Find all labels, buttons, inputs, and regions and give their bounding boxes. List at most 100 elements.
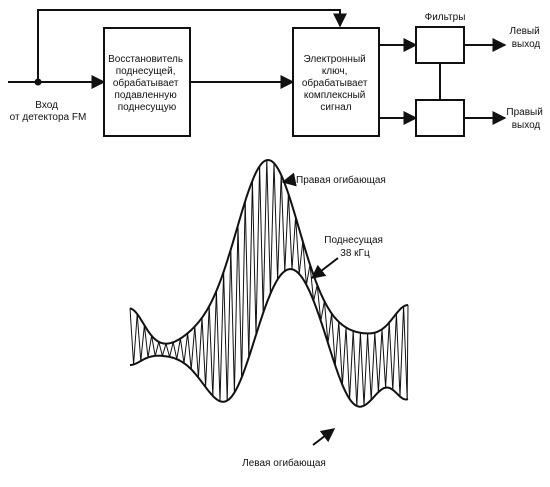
left-envelope-curve xyxy=(130,268,409,408)
subcarrier-stroke-31 xyxy=(241,201,246,378)
subcarrier-stroke-74 xyxy=(395,313,401,397)
subcarrier-stroke-72 xyxy=(388,322,394,390)
subcarrier-stroke-62 xyxy=(352,330,358,407)
subcarrier-stroke-41 xyxy=(277,175,282,280)
subcarrier-stroke-53 xyxy=(320,301,325,321)
subcarrier-stroke-60 xyxy=(345,327,351,400)
subcarrier-stroke-54 xyxy=(323,301,329,344)
subcarrier-stroke-58 xyxy=(338,321,343,385)
subcarrier-stroke-15 xyxy=(183,333,189,364)
subcarrier-stroke-4 xyxy=(143,325,149,358)
switch-line-4: комплексный xyxy=(304,90,366,101)
switch-line-5: сигнал xyxy=(320,102,351,113)
subcarrier-stroke-29 xyxy=(233,225,239,393)
subcarrier-stroke-1 xyxy=(133,313,138,365)
subcarrier-stroke-23 xyxy=(212,290,217,396)
subcarrier-stroke-21 xyxy=(205,306,210,388)
subcarrier-stroke-51 xyxy=(313,284,318,302)
subcarrier-stroke-32 xyxy=(244,201,250,358)
subcarrier-stroke-38 xyxy=(266,160,271,294)
subcarrier-stroke-57 xyxy=(334,321,340,366)
subcarrier-stroke-44 xyxy=(287,193,293,270)
subcarrier-stroke-20 xyxy=(201,317,207,388)
subcarrier-stroke-22 xyxy=(208,306,214,396)
subcarrier-stroke-64 xyxy=(359,332,365,406)
subcarrier-stroke-42 xyxy=(280,175,286,272)
subcarrier-stroke-50 xyxy=(309,264,315,301)
subcarrier-stroke-68 xyxy=(374,332,379,393)
left-output-label: Левый выход xyxy=(510,26,543,50)
restorer-line-5: поднесущую xyxy=(118,102,177,113)
subcarrier-stroke-63 xyxy=(356,332,361,407)
subcarrier-stroke-14 xyxy=(179,338,185,364)
block-diagram: Восстановитель поднесущей, обрабатывает … xyxy=(8,9,545,137)
subcarrier-leader xyxy=(310,257,339,279)
subcarrier-stroke-75 xyxy=(399,306,405,397)
restorer-line-4: подавленную xyxy=(115,90,178,101)
subcarrier-stroke-12 xyxy=(172,342,178,360)
subcarrier-stroke-46 xyxy=(295,216,300,275)
switch-line-2: ключ, xyxy=(322,66,348,77)
restorer-line-2: поднесущей, xyxy=(116,66,176,77)
subcarrier-stroke-56 xyxy=(331,313,336,366)
subcarrier-stroke-2 xyxy=(136,313,142,362)
subcarrier-stroke-30 xyxy=(237,225,243,378)
subcarrier-stroke-61 xyxy=(349,330,354,400)
subcarrier-stroke-76 xyxy=(403,306,408,400)
subcarrier-stroke-18 xyxy=(194,326,199,378)
subcarrier-stroke-27 xyxy=(226,249,232,401)
subcarrier-stroke-10 xyxy=(165,343,171,358)
waveform: Правая огибающая Поднесущая 38 кГц Левая… xyxy=(129,158,409,469)
subcarrier-stroke-16 xyxy=(187,333,192,370)
electronic-switch-box xyxy=(292,27,380,137)
right-envelope-curve xyxy=(129,158,409,345)
subcarrier-stroke-39 xyxy=(269,163,275,294)
subcarrier-stroke-8 xyxy=(158,341,163,357)
subcarrier-stroke-66 xyxy=(367,333,372,400)
input-label: Вход от детектора FM xyxy=(10,100,87,123)
subcarrier-stroke-19 xyxy=(197,317,203,378)
right-output-label: Правый выход xyxy=(506,107,545,131)
subcarrier-stroke-17 xyxy=(190,326,196,370)
subcarrier-stroke-65 xyxy=(363,333,369,406)
restorer-line-3: обрабатывает xyxy=(113,77,179,89)
subcarrier-stroke-24 xyxy=(215,290,221,402)
left-envelope-leader xyxy=(312,428,336,446)
right-filter-box xyxy=(415,99,465,137)
subcarrier-stroke-69 xyxy=(377,329,383,393)
subcarrier-stroke-49 xyxy=(305,264,311,285)
subcarrier-stroke-6 xyxy=(151,335,156,356)
subcarrier-stroke-11 xyxy=(169,342,174,358)
left-filter-box xyxy=(415,26,465,64)
subcarrier-oscillation xyxy=(129,160,409,407)
subcarrier-restorer-box xyxy=(103,27,191,137)
subcarrier-stroke-67 xyxy=(370,332,376,400)
subcarrier-stroke-5 xyxy=(147,335,153,358)
subcarrier-stroke-7 xyxy=(154,341,160,357)
restorer-line-1: Восстановитель xyxy=(108,54,183,65)
switch-line-3: обрабатывает xyxy=(302,77,368,89)
subcarrier-stroke-52 xyxy=(316,284,322,321)
subcarrier-stroke-0 xyxy=(129,308,135,365)
subcarrier-stroke-70 xyxy=(381,329,387,388)
switch-line-1: Электронный xyxy=(303,54,365,65)
subcarrier-stroke-48 xyxy=(302,241,307,285)
subcarrier-stroke-71 xyxy=(385,322,390,388)
subcarrier-stroke-28 xyxy=(230,249,235,393)
right-envelope-label: Правая огибающая xyxy=(296,174,386,186)
subcarrier-stroke-40 xyxy=(273,163,279,280)
subcarrier-stroke-9 xyxy=(161,343,167,357)
filters-label: Фильтры xyxy=(425,12,466,23)
subcarrier-stroke-55 xyxy=(327,313,333,344)
subcarrier-stroke-47 xyxy=(298,241,304,275)
subcarrier-restorer-text: Восстановитель поднесущей, обрабатывает … xyxy=(108,54,186,113)
bypass-line xyxy=(37,9,347,82)
subcarrier-label: Поднесущая 38 кГц xyxy=(324,235,385,259)
subcarrier-stroke-45 xyxy=(291,216,297,270)
subcarrier-stroke-33 xyxy=(248,180,253,358)
electronic-switch-text: Электронный ключ, обрабатывает комплексн… xyxy=(302,54,370,113)
subcarrier-stroke-26 xyxy=(223,271,228,401)
left-envelope-label: Левая огибающая xyxy=(242,457,326,469)
subcarrier-stroke-25 xyxy=(219,271,225,402)
